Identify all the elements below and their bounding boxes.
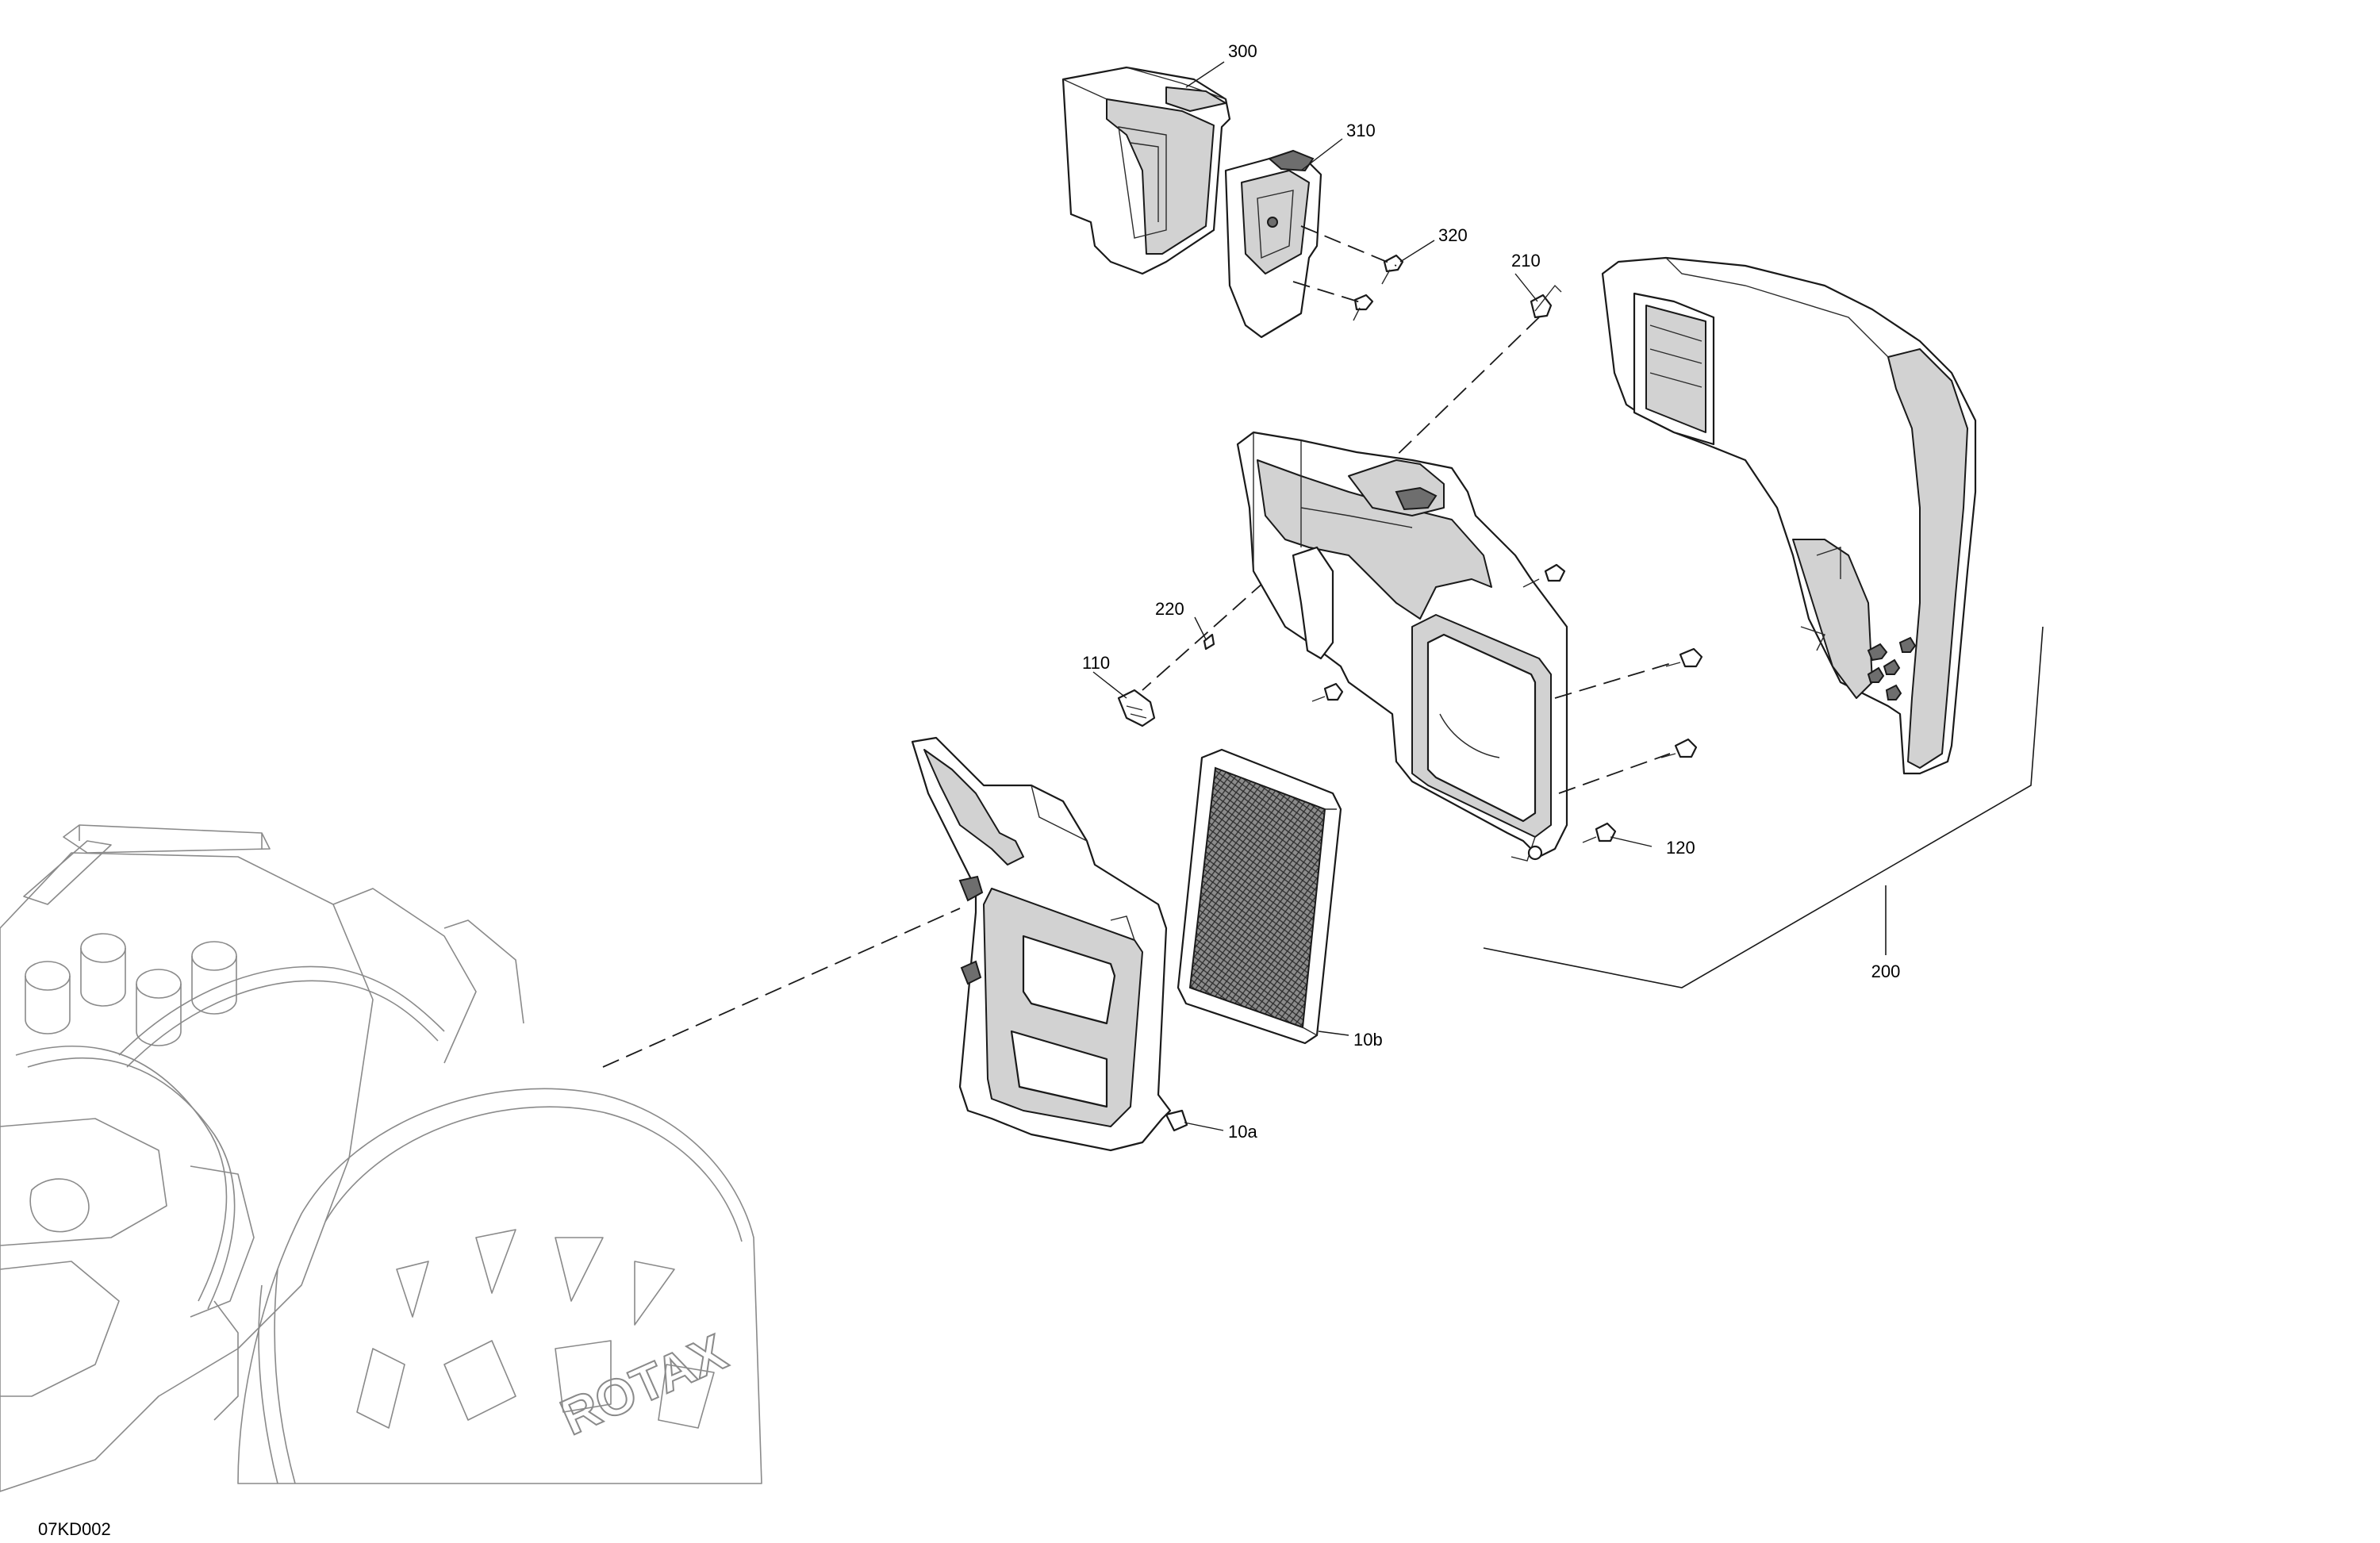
drawing-id: 07KD002 [38, 1519, 111, 1539]
part-200-screws [1311, 563, 1703, 843]
part-210-fastener [1530, 284, 1562, 319]
part-10a-filter-frame [911, 736, 1188, 1152]
rotax-logo: ROTAX [552, 1323, 735, 1446]
part-200-airbox-housing [1236, 431, 1568, 862]
callout-200: 200 [1871, 961, 1901, 981]
part-310-intake-base [1224, 149, 1322, 339]
callout-220: 220 [1155, 599, 1184, 619]
callout-310: 310 [1346, 121, 1376, 140]
callout-10b: 10b [1353, 1030, 1383, 1050]
callout-10a: 10a [1228, 1122, 1257, 1142]
callout-110: 110 [1082, 653, 1110, 673]
callout-120: 120 [1666, 838, 1695, 858]
part-320-screws [1292, 225, 1404, 321]
assembly-path-engine-frame [602, 908, 961, 1068]
callout-300: 300 [1228, 41, 1257, 61]
callout-leaders [1092, 61, 2044, 1131]
engine-assembly: ROTAX [0, 824, 762, 1492]
callout-labels: 300 310 320 210 220 110 120 200 10b 10a [1082, 41, 1900, 1142]
part-10b-air-filter [1177, 748, 1342, 1045]
part-300-intake-cover [1061, 66, 1231, 275]
part-110-clip [1117, 689, 1156, 727]
callout-320: 320 [1438, 225, 1468, 245]
part-200-outer-cover [1601, 256, 1977, 775]
assembly-path-210-110 [1142, 317, 1540, 691]
part-220-pin [1203, 633, 1215, 651]
callout-210: 210 [1511, 251, 1541, 271]
